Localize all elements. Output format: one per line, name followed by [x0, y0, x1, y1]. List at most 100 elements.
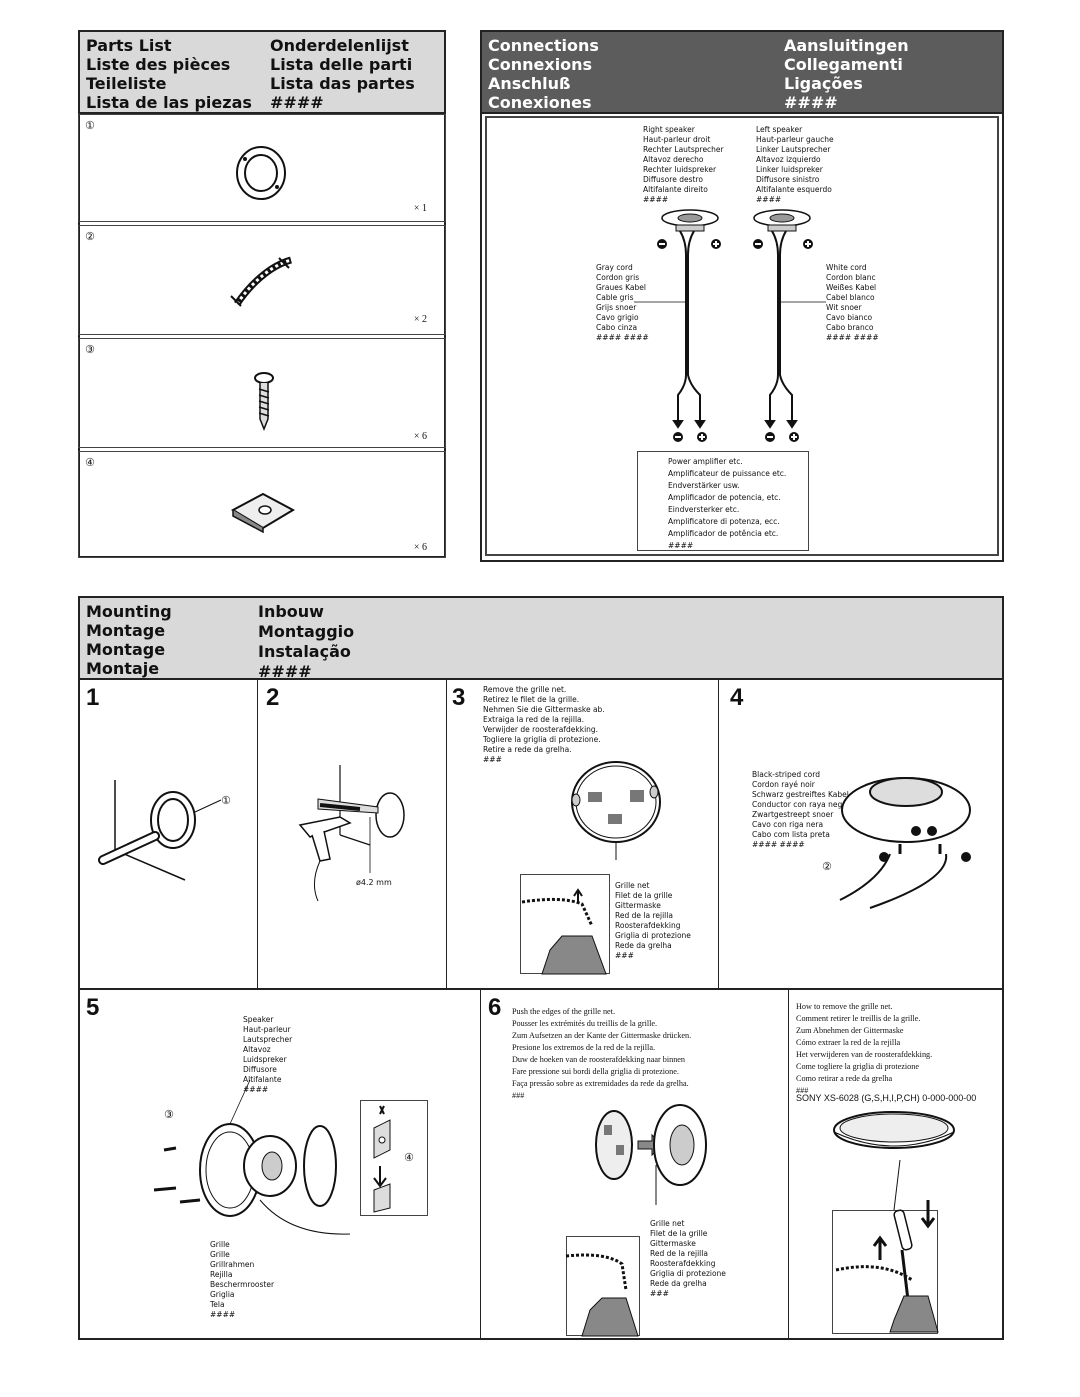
label-line: Amplificador de potência etc. [668, 529, 779, 538]
model-number: SONY XS-6028 (G,S,H,I,P,CH) 0-000-000-00 [796, 1093, 977, 1103]
part-qty: × 1 [413, 203, 427, 214]
label-line: Grille [210, 1250, 230, 1259]
label-line: Cabel blanco [826, 293, 875, 302]
step-number: 3 [452, 684, 466, 711]
label-line: Diffusore sinistro [756, 175, 820, 184]
label-line: Amplificateur de puissance etc. [668, 469, 787, 478]
step2-drill-illustration [298, 765, 405, 902]
right-speaker-icon [661, 209, 719, 232]
label-line: Black-striped cord [752, 770, 820, 779]
speaker-label: Speaker Haut-parleur Lautsprecher Altavo… [243, 1015, 292, 1095]
parts-list-panel: Parts List Liste des pièces Teileliste L… [78, 30, 446, 558]
right-speaker-label: Right speaker Haut-parleur droit Rechter… [643, 125, 724, 205]
step-number: 2 [266, 684, 280, 711]
label-line: Gray cord [596, 263, 633, 272]
label-line: Red de la rejilla [615, 911, 673, 920]
label-line: Grijs snoer [596, 303, 637, 312]
clamp-detail-box [360, 1100, 428, 1216]
cord-bundle-icon [230, 256, 293, 307]
label-line: Speaker [243, 1015, 274, 1024]
connections-titles-right: Aansluitingen Collegamenti Ligações #### [784, 36, 909, 112]
wiring-diagram [634, 209, 826, 442]
label-line: Lautsprecher [243, 1035, 293, 1044]
label-line: ### [796, 1086, 809, 1095]
label-line: Zwartgestreept snoer [752, 810, 834, 819]
label-line: Gittermaske [650, 1239, 696, 1248]
label-line: Filet de la grille [615, 891, 673, 900]
label-line: Diffusore [243, 1065, 277, 1074]
label-line: Cabo com lista preta [752, 830, 830, 839]
label-line: Weißes Kabel [826, 283, 877, 292]
screw-icon [254, 372, 274, 432]
title: Inbouw [258, 602, 324, 621]
label-line: Roosterafdekking [650, 1259, 716, 1268]
label-line: Red de la rejilla [650, 1249, 708, 1258]
label-line: Amplificador de potencia, etc. [668, 493, 781, 502]
title: Connexions [488, 55, 593, 74]
spacer-ring-icon [236, 146, 286, 200]
label-line: #### [643, 195, 669, 204]
label-line: ### [483, 755, 502, 764]
title: Parts List [86, 36, 172, 55]
label-line: Rejilla [210, 1270, 233, 1279]
part-qty: × 6 [413, 542, 427, 553]
mounting-titles-left: Mounting Montage Montage Montaje [86, 602, 172, 678]
label-line: Togliere la griglia di protezione. [483, 735, 601, 744]
label-line: Fare pressione sui bordi della griglia d… [512, 1067, 679, 1076]
label-line: Eindversterker etc. [668, 505, 740, 514]
label-line: Haut-parleur [243, 1025, 291, 1034]
label-line: Filet de la grille [650, 1229, 708, 1238]
label-line: Presione los extremos de la red de la re… [512, 1043, 656, 1052]
divider [480, 990, 481, 1340]
clamp-detail [373, 1105, 391, 1213]
label-line: Rede da grelha [650, 1279, 707, 1288]
title: Onderdelenlijst [270, 36, 409, 55]
label-line: #### [243, 1085, 269, 1094]
label-line: Gittermaske [615, 901, 661, 910]
label-line: Push the edges of the grille net. [512, 1007, 616, 1016]
step3-text: Remove the grille net. Retirez le filet … [483, 685, 605, 765]
label-line: Pousser les extrémités du treillis de la… [512, 1019, 658, 1028]
step4-cord-label: Black-striped cord Cordon rayé noir Schw… [752, 770, 850, 850]
connections-titles-left: Connections Connexions Anschluß Conexion… [488, 36, 599, 112]
part-qty: × 2 [413, 314, 427, 325]
label-line: Amplificatore di potenza, ecc. [668, 517, 780, 526]
title: Aansluitingen [784, 36, 909, 55]
label-line: Rechter Lautsprecher [643, 145, 724, 154]
label-line: Extraiga la red de la rejilla. [483, 715, 585, 724]
connections-inner-box [485, 116, 999, 556]
title: Liste des pièces [86, 55, 231, 74]
title: #### [258, 662, 312, 681]
step-number: 1 [86, 684, 100, 711]
step6-text: Push the edges of the grille net. Pousse… [512, 1006, 691, 1102]
label-line: ### [512, 1091, 525, 1100]
part-callout: ② [822, 860, 832, 873]
label-line: Linker luidspreker [756, 165, 823, 174]
part-index: ② [85, 230, 95, 243]
remove-detail-box [832, 1210, 938, 1334]
step-number: 6 [488, 994, 502, 1021]
grille-net-removed [833, 1111, 955, 1149]
step4-speaker-wiring [839, 777, 971, 909]
title: #### [784, 93, 838, 112]
part-box-3: ③ × 6 [78, 338, 446, 448]
label-line: ### [615, 951, 634, 960]
label-line: Retire a rede da grelha. [483, 745, 572, 754]
label-line: Grille net [615, 881, 650, 890]
label-line: Retirez le filet de la grille. [483, 695, 580, 704]
divider [718, 680, 719, 988]
label-line: Altifalante esquerdo [756, 185, 832, 194]
label-line: Cable gris [596, 293, 634, 302]
amplifier-box [637, 451, 809, 551]
label-line: Right speaker [643, 125, 695, 134]
part-qty: × 6 [413, 431, 427, 442]
gray-cord-label: Gray cord Cordon gris Graues Kabel Cable… [596, 263, 649, 343]
title: Instalação [258, 642, 351, 661]
left-speaker-label: Left speaker Haut-parleur gauche Linker … [756, 125, 834, 205]
part-box-2: ② × 2 [78, 225, 446, 335]
label-line: Grille net [650, 1219, 685, 1228]
label-line: Endverstärker usw. [668, 481, 740, 490]
part-index: ④ [85, 456, 95, 469]
label-line: Tela [210, 1300, 225, 1309]
label-line: Cavo grigio [596, 313, 639, 322]
